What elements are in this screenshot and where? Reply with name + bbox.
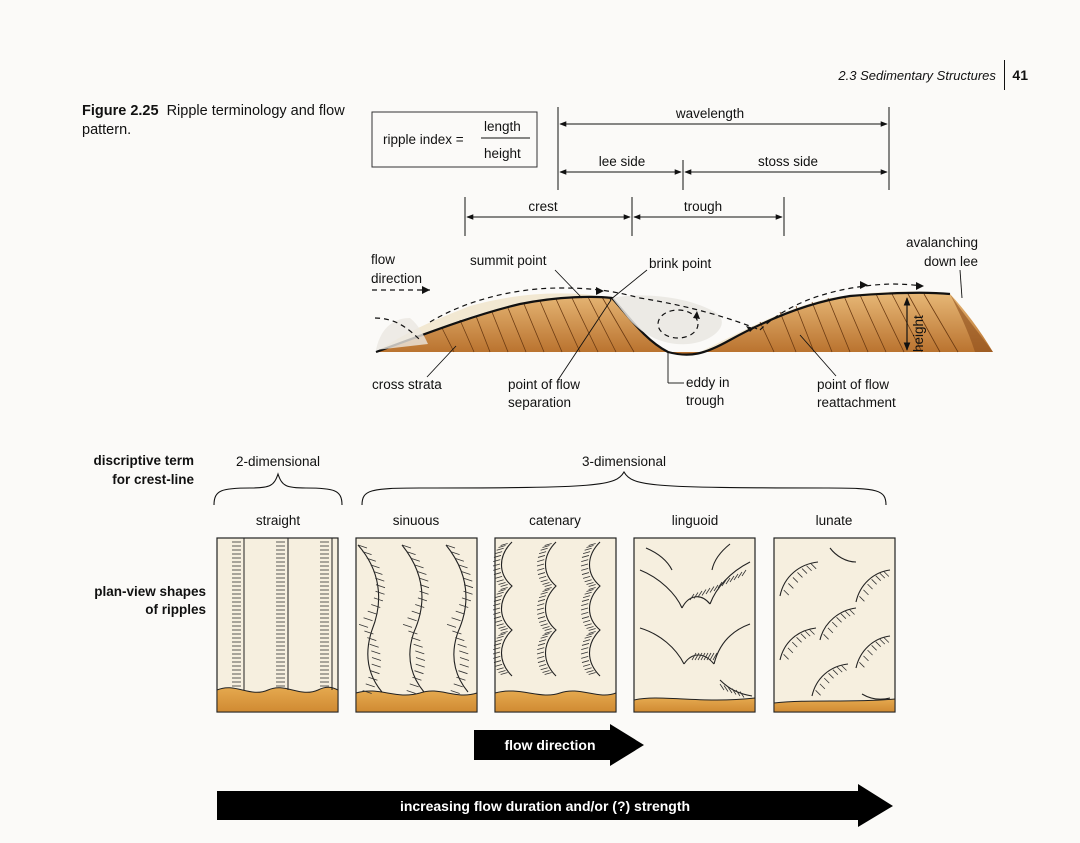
reattachment-label-2: reattachment bbox=[817, 395, 896, 410]
ripple-index-denominator: height bbox=[484, 146, 521, 161]
flow-separation-label-2: separation bbox=[508, 395, 571, 410]
running-head-divider bbox=[1003, 60, 1006, 90]
ripple-index-label: ripple index = bbox=[383, 132, 464, 147]
figure-label: Figure 2.25 bbox=[82, 103, 159, 119]
group-3d-label: 3-dimensional bbox=[582, 454, 666, 469]
flow-direction-label-2: direction bbox=[371, 271, 422, 286]
cross-strata-label: cross strata bbox=[372, 377, 442, 392]
increasing-flow-arrow-label: increasing flow duration and/or (?) stre… bbox=[400, 798, 690, 814]
eddy-label-2: trough bbox=[686, 393, 724, 408]
trough-label: trough bbox=[684, 199, 722, 214]
eddy-label-1: eddy in bbox=[686, 375, 730, 390]
flow-separation-label-1: point of flow bbox=[508, 377, 580, 392]
descriptive-term-label-1: discriptive term bbox=[93, 453, 194, 468]
running-head-title: 2.3 Sedimentary Structures bbox=[838, 67, 996, 83]
panel-lunate bbox=[773, 537, 896, 713]
ripple-index-box: ripple index = length height bbox=[371, 111, 538, 168]
dimension-lines bbox=[464, 107, 890, 236]
ripple-profile bbox=[372, 269, 993, 384]
panel-sinuous bbox=[355, 537, 478, 713]
shape-label-lunate: lunate bbox=[816, 513, 853, 528]
page-number: 41 bbox=[1012, 67, 1028, 83]
running-head: 2.3 Sedimentary Structures 41 bbox=[838, 60, 1028, 90]
panel-catenary bbox=[492, 537, 617, 713]
figure-caption-text: Ripple terminology and flow pattern. bbox=[82, 103, 345, 138]
summit-point-label: summit point bbox=[470, 253, 547, 268]
reattachment-label-1: point of flow bbox=[817, 377, 889, 392]
plan-shapes-label-1: plan-view shapes bbox=[94, 584, 206, 599]
ripple-index-numerator: length bbox=[484, 119, 521, 134]
descriptive-term-label-2: for crest-line bbox=[112, 472, 194, 487]
crest-label: crest bbox=[528, 199, 558, 214]
panel-straight bbox=[216, 537, 339, 713]
shape-label-straight: straight bbox=[256, 513, 301, 528]
stoss-side-label: stoss side bbox=[758, 154, 818, 169]
shape-label-sinuous: sinuous bbox=[393, 513, 440, 528]
shape-label-catenary: catenary bbox=[529, 513, 581, 528]
wavelength-label: wavelength bbox=[675, 106, 744, 121]
flow-direction-arrow: flow direction bbox=[474, 724, 644, 766]
lee-side-label: lee side bbox=[599, 154, 646, 169]
avalanching-label-2: down lee bbox=[924, 254, 978, 269]
plan-shapes-label-2: of ripples bbox=[145, 602, 206, 617]
shape-label-linguoid: linguoid bbox=[672, 513, 719, 528]
group-braces bbox=[213, 470, 887, 506]
height-label: height bbox=[911, 315, 926, 352]
flow-direction-arrow-label: flow direction bbox=[505, 737, 596, 753]
panel-linguoid bbox=[633, 537, 756, 713]
brink-point-label: brink point bbox=[649, 256, 712, 271]
flow-direction-label-1: flow bbox=[371, 252, 395, 267]
group-2d-label: 2-dimensional bbox=[236, 454, 320, 469]
avalanching-label-1: avalanching bbox=[906, 235, 978, 250]
increasing-flow-arrow: increasing flow duration and/or (?) stre… bbox=[217, 784, 893, 827]
